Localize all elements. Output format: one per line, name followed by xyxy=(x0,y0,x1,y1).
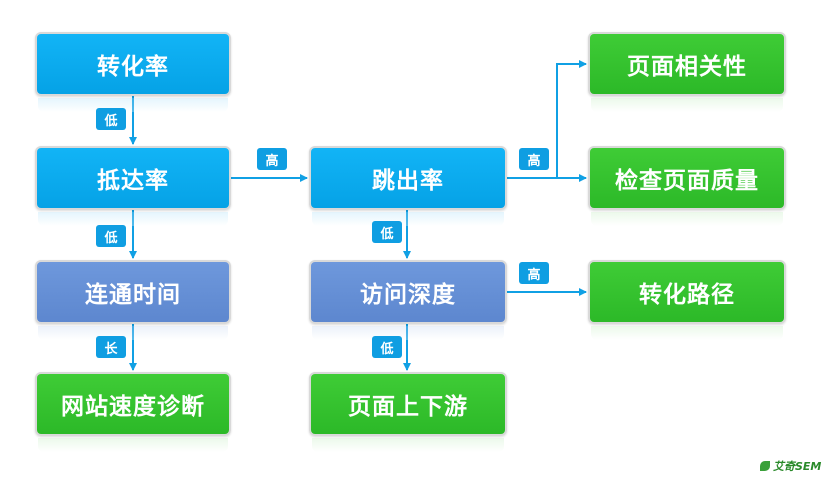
node-conversion-rate: 转化率 xyxy=(35,32,231,96)
node-arrival-rate: 抵达率 xyxy=(35,146,231,210)
node-reflection xyxy=(38,212,228,226)
logo-text: 艾奇SEM xyxy=(773,460,822,473)
node-reflection xyxy=(312,326,504,340)
node-reflection xyxy=(312,438,504,452)
node-reflection xyxy=(38,438,228,452)
node-visit-depth: 访问深度 xyxy=(309,260,507,324)
node-connect-time: 连通时间 xyxy=(35,260,231,324)
leaf-icon xyxy=(760,461,770,471)
node-conversion-path: 转化路径 xyxy=(588,260,786,324)
tag-arrival-to-bounce: 高 xyxy=(257,148,287,170)
tag-bounce-to-depth: 低 xyxy=(372,221,402,243)
tag-conversion-to-arrival: 低 xyxy=(96,108,126,130)
node-reflection xyxy=(312,212,504,226)
tag-arrival-to-connect: 低 xyxy=(96,225,126,247)
node-reflection xyxy=(38,98,228,112)
node-reflection xyxy=(38,326,228,340)
tag-depth-to-flow: 低 xyxy=(372,336,402,358)
node-bounce-rate: 跳出率 xyxy=(309,146,507,210)
node-page-flow: 页面上下游 xyxy=(309,372,507,436)
node-reflection xyxy=(591,326,783,340)
tag-bounce-branch: 高 xyxy=(519,148,549,170)
node-reflection xyxy=(591,212,783,226)
logo: 艾奇SEM xyxy=(760,458,821,474)
node-check-page-quality: 检查页面质量 xyxy=(588,146,786,210)
node-reflection xyxy=(591,98,783,112)
tag-connect-to-speed: 长 xyxy=(96,336,126,358)
tag-depth-to-path: 高 xyxy=(519,262,549,284)
node-page-relevance: 页面相关性 xyxy=(588,32,786,96)
node-site-speed: 网站速度诊断 xyxy=(35,372,231,436)
arrow-bounce-to-relevance xyxy=(556,60,587,178)
